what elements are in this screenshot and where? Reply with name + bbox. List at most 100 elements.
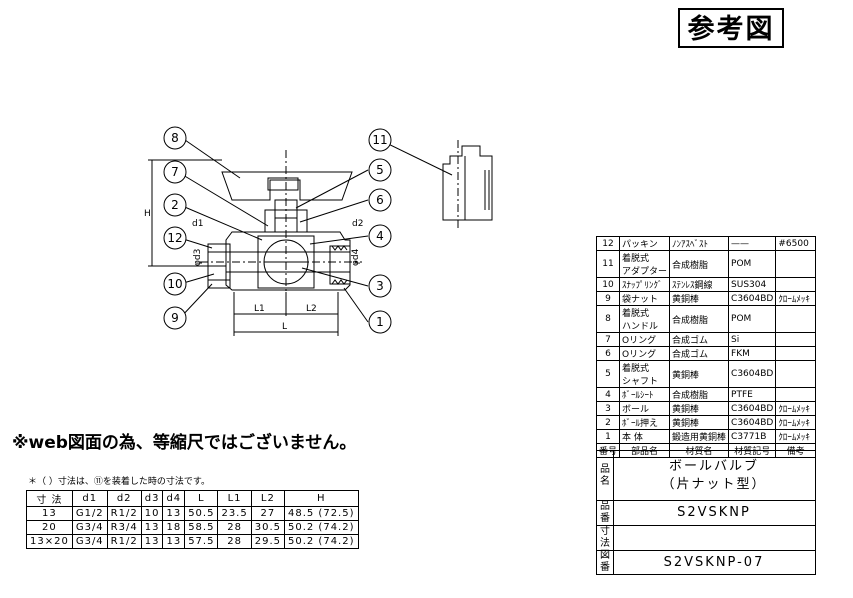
dimension-col-header: d1 — [71, 490, 108, 507]
parts-cell: 合成樹脂 — [669, 387, 730, 402]
balloon-7: 7 — [171, 165, 179, 179]
title-block-name-row: 品 名 ボールバルブ （片ナット型） — [597, 451, 815, 501]
parts-cell: POM — [728, 250, 777, 278]
parts-cell — [775, 305, 816, 333]
dimension-cell: 48.5 (72.5) — [283, 506, 359, 521]
dimension-cell: 13 — [140, 534, 164, 549]
parts-cell: Oリング — [619, 346, 671, 361]
parts-cell: POM — [728, 305, 777, 333]
balloon-8: 8 — [171, 131, 179, 145]
dimension-col-header: L2 — [250, 490, 285, 507]
balloon-6: 6 — [376, 193, 384, 207]
parts-cell: 8 — [595, 305, 621, 333]
not-to-scale-notice: ※web図面の為、等縮尺ではございません。 — [12, 433, 357, 453]
title-block-size-row: 寸 法 — [597, 525, 815, 551]
parts-cell: 袋ナット — [619, 291, 671, 306]
parts-cell: Si — [728, 332, 777, 347]
parts-cell: 10 — [595, 277, 621, 292]
product-code: S2VSKNP — [677, 505, 751, 520]
dimension-cell: 50.2 (74.2) — [283, 534, 359, 549]
product-name-line-1: ボールバルブ — [668, 458, 759, 474]
parts-cell — [775, 387, 816, 402]
title-block: 品 名 ボールバルブ （片ナット型） 品 番 S2VSKNP 寸 法 図 番 S… — [596, 450, 816, 575]
parts-cell — [775, 346, 816, 361]
title-block-code-row: 品 番 S2VSKNP — [597, 500, 815, 526]
balloon-9: 9 — [171, 311, 179, 325]
code-label: 品 番 — [597, 500, 614, 525]
balloon-10: 10 — [167, 277, 182, 291]
dim-label-d2: d2 — [352, 219, 363, 229]
dimension-cell: 20 — [26, 520, 73, 535]
parts-cell: ｽﾅｯﾌﾟﾘﾝｸﾞ — [619, 277, 671, 292]
parts-cell: 着脱式 アダプター — [619, 250, 671, 278]
name-label: 品 名 — [597, 451, 614, 500]
dimension-cell: 28 — [217, 520, 252, 535]
parts-cell — [775, 250, 816, 278]
parts-cell: 合成ゴム — [669, 332, 730, 347]
parts-cell: 鍛造用黄銅棒 — [669, 429, 730, 444]
parts-cell — [775, 277, 816, 292]
dimension-col-header: d3 — [140, 490, 164, 507]
parts-cell: C3604BD — [728, 360, 777, 388]
dim-label-d1: d1 — [192, 219, 203, 229]
parts-cell: 合成ゴム — [669, 346, 730, 361]
parts-cell: 9 — [595, 291, 621, 306]
title-block-drawing-row: 図 番 S2VSKNP-07 — [597, 550, 815, 574]
dim-label-d3: φd3 — [193, 249, 203, 266]
balloon-5: 5 — [376, 163, 384, 177]
dim-label-l1: L1 — [254, 304, 265, 314]
dimension-col-header: H — [283, 490, 359, 507]
parts-cell: 着脱式 ハンドル — [619, 305, 671, 333]
parts-cell: —— — [728, 236, 777, 251]
dimension-cell: 58.5 — [184, 520, 219, 535]
dimension-cell: 50.5 — [184, 506, 219, 521]
product-name: ボールバルブ （片ナット型） — [613, 451, 815, 500]
product-name-line-2: （片ナット型） — [661, 476, 767, 492]
parts-cell: 着脱式 シャフト — [619, 360, 671, 388]
dimension-cell: 13 — [162, 534, 186, 549]
dimension-cell: 13 — [140, 520, 164, 535]
dimension-cell: 23.5 — [217, 506, 252, 521]
dimension-cell: 18 — [162, 520, 186, 535]
dimension-cell: R3/4 — [106, 520, 142, 535]
dimension-cell: 10 — [140, 506, 164, 521]
dimension-cell: 30.5 — [250, 520, 285, 535]
parts-cell — [775, 360, 816, 388]
balloon-1: 1 — [376, 315, 384, 329]
dimension-cell: 13 — [162, 506, 186, 521]
dimension-col-header: 寸 法 — [26, 490, 73, 507]
parts-cell: SUS304 — [728, 277, 777, 292]
parts-cell: 黄銅棒 — [669, 291, 730, 306]
parts-cell: 12 — [595, 236, 621, 251]
dimension-col-header: L — [184, 490, 219, 507]
balloon-12: 12 — [167, 231, 182, 245]
dimension-note: ＊（ ）寸法は、⑪を装着した時の寸法です。 — [28, 477, 210, 487]
parts-cell: ｸﾛｰﾑﾒｯｷ — [775, 401, 816, 416]
parts-cell: 合成樹脂 — [669, 305, 730, 333]
parts-cell: ﾉﾝｱｽﾍﾞｽﾄ — [669, 236, 730, 251]
parts-cell: ボール — [619, 401, 671, 416]
parts-cell: 5 — [595, 360, 621, 388]
parts-cell: ﾎﾞｰﾙ押え — [619, 415, 671, 430]
parts-cell: 2 — [595, 415, 621, 430]
parts-cell: 1 — [595, 429, 621, 444]
dimension-cell: G3/4 — [71, 520, 108, 535]
parts-cell: 3 — [595, 401, 621, 416]
parts-cell: ｸﾛｰﾑﾒｯｷ — [775, 291, 816, 306]
dimension-cell: 50.2 (74.2) — [283, 520, 359, 535]
dimension-cell: 29.5 — [250, 534, 285, 549]
